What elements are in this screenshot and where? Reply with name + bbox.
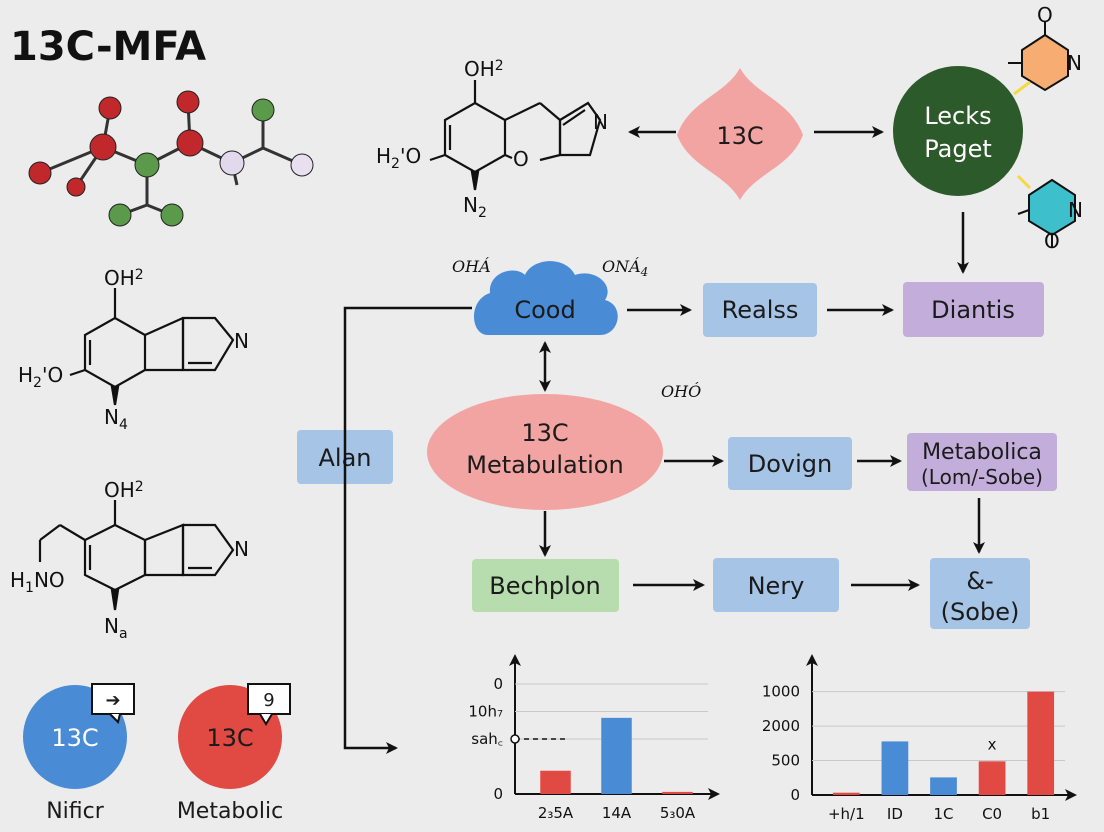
node-nery: Nery: [713, 558, 839, 612]
threshold-marker: [510, 734, 520, 744]
svg-text:(Sobe): (Sobe): [941, 598, 1020, 626]
structure-top: [429, 80, 602, 191]
node-13c-star: 13C: [677, 68, 803, 200]
x-tick-label: 1C: [933, 805, 953, 823]
node-lecks-paget: Lecks Paget: [893, 66, 1023, 196]
atom-balls: [28, 90, 314, 227]
node-metabulation: 13C Metabulation: [427, 394, 663, 510]
y-tick-label: 0: [493, 785, 503, 803]
svg-text:&-: &-: [966, 567, 993, 595]
svg-text:Diantis: Diantis: [931, 296, 1015, 324]
svg-text:Dovign: Dovign: [748, 450, 832, 478]
x-tick-label: +h/1: [828, 805, 865, 823]
x-tick-label: 14A: [602, 804, 632, 822]
svg-text:Metabolic: Metabolic: [177, 799, 283, 824]
x-tick-label: 2₃5A: [538, 804, 574, 822]
svg-text:H2'O: H2'O: [376, 144, 421, 172]
svg-text:N: N: [1068, 198, 1083, 222]
svg-text:O: O: [1037, 3, 1053, 27]
bar-chart-1: 0 sah꜀ 10h₇ 0 2₃5A 14A 5₃0A: [468, 654, 720, 822]
node-diantis: Diantis: [903, 282, 1044, 337]
bar: [540, 770, 571, 794]
y-tick-label: 10h₇: [468, 703, 503, 721]
svg-text:N: N: [1067, 51, 1082, 75]
svg-text:Lecks: Lecks: [924, 102, 991, 130]
svg-text:H2'O: H2'O: [18, 363, 63, 391]
ring-cyan: O N: [1016, 174, 1083, 253]
bar: [1027, 691, 1055, 795]
svg-text:OH2: OH2: [464, 57, 504, 81]
svg-text:OH2: OH2: [104, 266, 144, 290]
y-tick-label: 2000: [762, 717, 800, 735]
x-tick-label: b1: [1031, 805, 1050, 823]
page-title: 13C-MFA: [10, 24, 206, 70]
structure-lower-labels: OH2 H1NO N Na: [10, 478, 249, 642]
x-tick-label: 5₃0A: [660, 804, 696, 822]
bar: [601, 717, 632, 794]
badge-right: 13C 9 Metabolic: [177, 683, 291, 824]
svg-text:➔: ➔: [105, 690, 120, 711]
svg-text:Metabolica: Metabolica: [922, 440, 1042, 465]
svg-text:13C: 13C: [51, 724, 98, 752]
svg-text:13C: 13C: [716, 122, 763, 150]
bar: [881, 741, 909, 795]
node-cood-cloud: Cood: [474, 261, 618, 335]
y-tick-label: 500: [771, 752, 800, 770]
svg-text:13C: 13C: [206, 724, 253, 752]
y-tick-label: 0: [790, 786, 800, 804]
svg-text:N: N: [234, 329, 249, 353]
badge-left: 13C ➔ Nificr: [23, 683, 135, 824]
svg-text:13C: 13C: [521, 419, 568, 447]
y-tick-label: 1000: [762, 683, 800, 701]
svg-text:9: 9: [263, 690, 274, 711]
node-dovign: Dovign: [728, 437, 852, 490]
bar-annotation: x: [988, 735, 997, 753]
svg-text:Bechplon: Bechplon: [489, 572, 600, 600]
bar: [662, 791, 693, 794]
svg-text:O: O: [1044, 229, 1060, 253]
svg-text:N2: N2: [463, 193, 487, 221]
svg-text:Na: Na: [104, 614, 128, 642]
svg-text:Realss: Realss: [722, 296, 799, 324]
svg-text:N: N: [234, 537, 249, 561]
svg-text:H1NO: H1NO: [10, 568, 65, 596]
ring-orange: O N: [1008, 3, 1082, 96]
bar: [832, 792, 860, 795]
node-metabolica: Metabolica (Lom/-Sobe): [907, 433, 1057, 491]
structure-top-labels: OH2 H2'O O N N2: [376, 57, 608, 221]
structure-lower: [38, 500, 235, 611]
node-sobe: &- (Sobe): [930, 558, 1030, 629]
x-tick-label: ID: [887, 805, 903, 823]
y-tick-label: 0: [493, 675, 503, 693]
node-bechplon: Bechplon: [472, 559, 619, 612]
svg-text:Paget: Paget: [924, 135, 992, 163]
svg-text:N: N: [593, 110, 608, 134]
svg-text:N4: N4: [104, 405, 128, 433]
node-realss: Realss: [703, 283, 817, 337]
svg-text:O: O: [513, 147, 529, 171]
bar: [930, 777, 957, 795]
svg-text:Nery: Nery: [748, 572, 805, 600]
annotation-ona: ONÁ4: [602, 256, 648, 279]
svg-text:Metabulation: Metabulation: [466, 451, 623, 479]
svg-text:Nificr: Nificr: [46, 799, 105, 824]
structure-middle-labels: OH2 H2'O N N4: [18, 266, 249, 433]
svg-text:(Lom/-Sobe): (Lom/-Sobe): [921, 465, 1043, 489]
flow-arrows: [343, 126, 985, 754]
y-tick-label: sah꜀: [471, 730, 503, 748]
svg-text:Cood: Cood: [514, 296, 575, 324]
annotation-oho: OHÓ: [661, 381, 701, 401]
svg-text:OH2: OH2: [104, 478, 144, 502]
annotation-oha: OHÁ: [452, 256, 491, 276]
bar-chart-2: 0 500 2000 1000 +h/1 ID 1C C0 b1 x: [762, 654, 1077, 823]
x-tick-label: C0: [982, 805, 1002, 823]
structure-middle: [69, 288, 235, 406]
bar: [978, 761, 1006, 795]
